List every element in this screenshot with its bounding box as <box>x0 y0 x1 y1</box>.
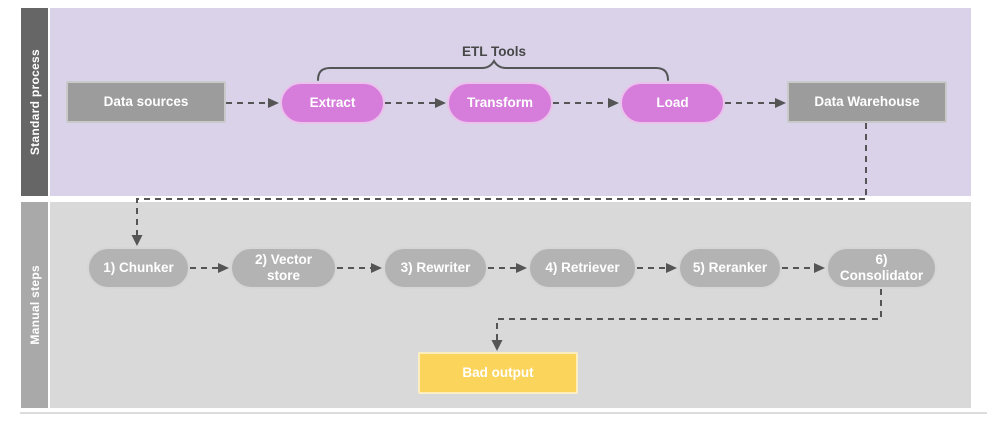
node-transform: Transform <box>447 82 553 124</box>
node-extract-label: Extract <box>309 95 356 111</box>
node-bad-output-label: Bad output <box>462 365 534 381</box>
node-chunker-label: 1) Chunker <box>103 260 174 276</box>
node-chunker: 1) Chunker <box>87 247 190 289</box>
node-retriever-label: 4) Retriever <box>545 260 620 276</box>
lane-label-manual-steps: Manual steps <box>21 202 48 408</box>
node-reranker: 5) Reranker <box>678 247 782 289</box>
node-load: Load <box>620 82 725 124</box>
node-extract: Extract <box>280 82 385 124</box>
lane-label-manual-steps-text: Manual steps <box>27 265 42 345</box>
node-data-sources-label: Data sources <box>103 94 189 110</box>
node-vector-store: 2) Vector store <box>230 247 337 289</box>
node-consolidator-label: 6) Consolidator <box>839 252 924 283</box>
node-vector-store-label: 2) Vector store <box>254 252 313 283</box>
lane-label-standard-process-text: Standard process <box>27 48 42 156</box>
node-load-label: Load <box>656 95 689 111</box>
node-rewriter: 3) Rewriter <box>383 247 488 289</box>
page-divider <box>20 412 987 414</box>
node-bad-output: Bad output <box>418 352 578 394</box>
node-rewriter-label: 3) Rewriter <box>400 260 471 276</box>
node-consolidator: 6) Consolidator <box>826 247 937 289</box>
node-transform-label: Transform <box>466 95 534 111</box>
lane-label-standard-process: Standard process <box>21 8 48 196</box>
node-data-warehouse: Data Warehouse <box>787 81 947 123</box>
node-reranker-label: 5) Reranker <box>692 260 768 276</box>
node-retriever: 4) Retriever <box>528 247 637 289</box>
node-data-sources: Data sources <box>66 81 226 123</box>
node-data-warehouse-label: Data Warehouse <box>814 94 920 110</box>
etl-tools-label: ETL Tools <box>462 44 526 59</box>
